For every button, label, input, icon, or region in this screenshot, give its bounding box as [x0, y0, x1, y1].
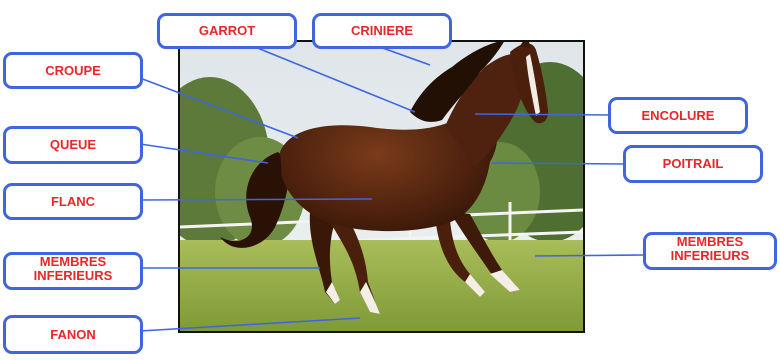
label-membres-inferieurs-left: MEMBRES INFERIEURS — [3, 252, 143, 290]
horse-photo — [178, 40, 585, 333]
label-queue: QUEUE — [3, 126, 143, 164]
label-encolure: ENCOLURE — [608, 97, 748, 134]
label-garrot: GARROT — [157, 13, 297, 49]
label-flanc: FLANC — [3, 183, 143, 220]
horse-illustration — [180, 42, 583, 331]
label-membres-inferieurs-right: MEMBRES INFERIEURS — [643, 232, 777, 270]
label-criniere: CRINIERE — [312, 13, 452, 49]
label-poitrail: POITRAIL — [623, 145, 763, 183]
label-fanon: FANON — [3, 315, 143, 354]
label-croupe: CROUPE — [3, 52, 143, 89]
grass-field — [180, 240, 583, 331]
